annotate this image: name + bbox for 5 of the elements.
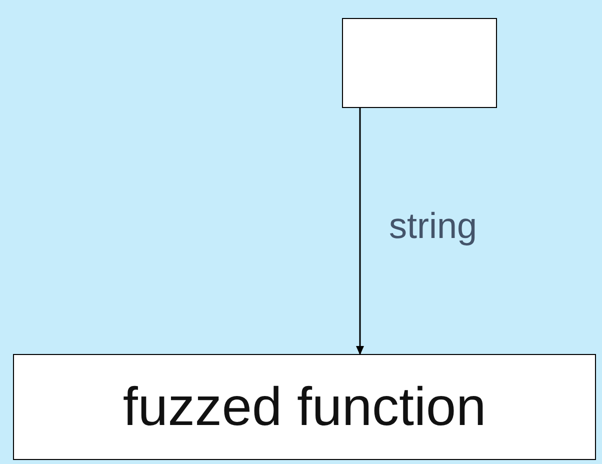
edge-label: string <box>389 205 478 247</box>
arrow <box>356 108 364 355</box>
process-box <box>13 354 596 460</box>
node-label: fuzzed function <box>122 376 486 438</box>
empty-box <box>342 18 497 108</box>
